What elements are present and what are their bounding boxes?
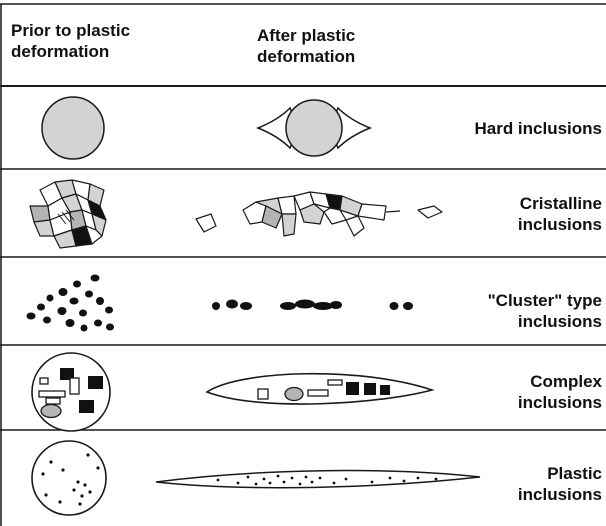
crystalline-inclusion-before	[30, 180, 106, 248]
column-header-after: After plastic deformation	[257, 25, 355, 67]
crystalline-inclusion-after	[196, 192, 442, 236]
plastic-inclusion-before	[32, 441, 106, 515]
row-label-plastic-inclusions: Plastic inclusions	[518, 463, 602, 505]
plastic-inclusion-after	[156, 471, 480, 488]
column-header-before: Prior to plastic deformation	[11, 20, 130, 62]
cluster-inclusion-after	[212, 300, 413, 311]
hard-inclusion-after	[258, 100, 370, 156]
hard-inclusion-before	[42, 97, 104, 159]
cluster-inclusion-before	[27, 275, 115, 332]
complex-inclusion-after	[207, 374, 432, 404]
row-label-cluster-inclusions: "Cluster" type inclusions	[488, 290, 602, 332]
row-label-complex-inclusions: Complex inclusions	[518, 371, 602, 413]
row-label-cristalline-inclusions: Cristalline inclusions	[518, 193, 602, 235]
complex-inclusion-before	[32, 353, 110, 431]
row-label-hard-inclusions: Hard inclusions	[474, 118, 602, 139]
